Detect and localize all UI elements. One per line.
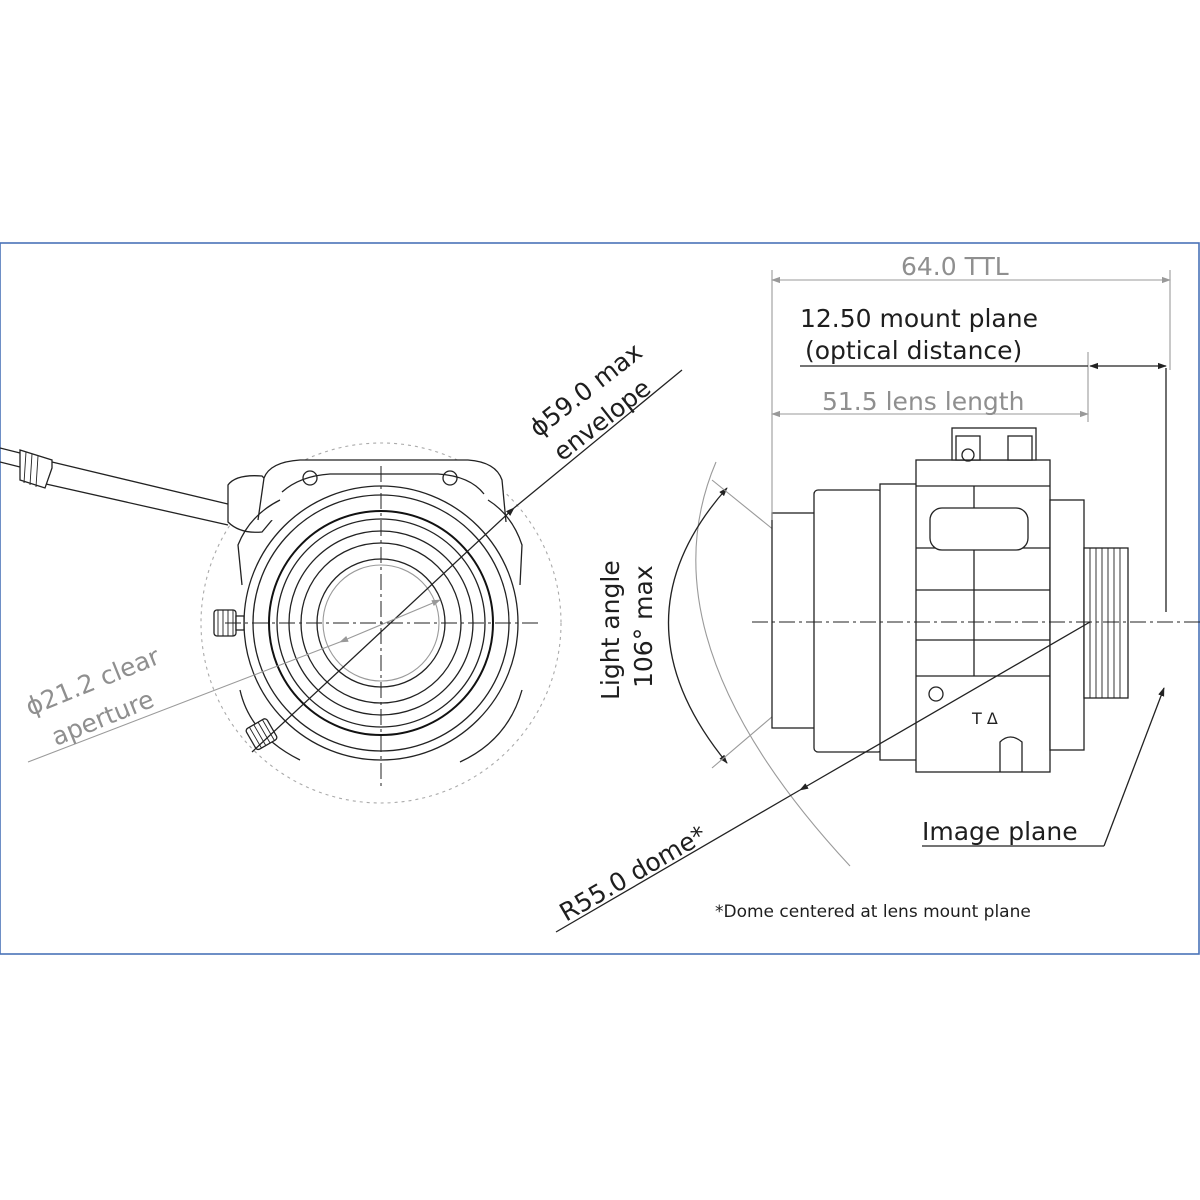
dome-arc	[695, 461, 851, 867]
mount-label-line2: (optical distance)	[805, 336, 1022, 365]
lens-length-label: 51.5 lens length	[822, 387, 1024, 416]
zoom-knob	[245, 718, 278, 751]
envelope-circle	[200, 442, 562, 804]
window-slot	[929, 507, 1029, 551]
mount-thread	[1083, 547, 1129, 699]
focus-marks: T Δ	[971, 709, 998, 728]
footnote: *Dome centered at lens mount plane	[715, 902, 1031, 922]
slot-cutout	[999, 736, 1023, 772]
motor-connector	[951, 427, 1037, 462]
main-barrel	[813, 489, 883, 753]
dome-dimension-line	[799, 621, 1091, 791]
side-view: T Δ 64.0 TTL 12.50 mount plane (optica	[555, 252, 1200, 933]
aperture-dimension-line	[339, 599, 441, 643]
drawing-frame	[0, 242, 1200, 955]
light-angle-label-line2: 106° max	[629, 565, 658, 688]
front-barrel	[771, 512, 817, 729]
cable	[0, 447, 273, 533]
light-angle-arc	[668, 487, 728, 764]
light-angle-label-line1: Light angle	[596, 560, 625, 700]
screw-hole-left	[302, 470, 318, 486]
mount-label-line1: 12.50 mount plane	[800, 304, 1038, 333]
rear-flange	[1049, 499, 1085, 751]
front-housing	[257, 459, 507, 523]
image-plane-label: Image plane	[922, 817, 1078, 846]
screw-hole-right	[442, 470, 458, 486]
iris-screw	[928, 686, 944, 702]
dome-label: R55.0 dome*	[555, 820, 712, 927]
ttl-label: 64.0 TTL	[901, 252, 1009, 281]
front-view: ϕ59.0 max envelope ϕ21.2 clear aperture	[0, 337, 683, 804]
